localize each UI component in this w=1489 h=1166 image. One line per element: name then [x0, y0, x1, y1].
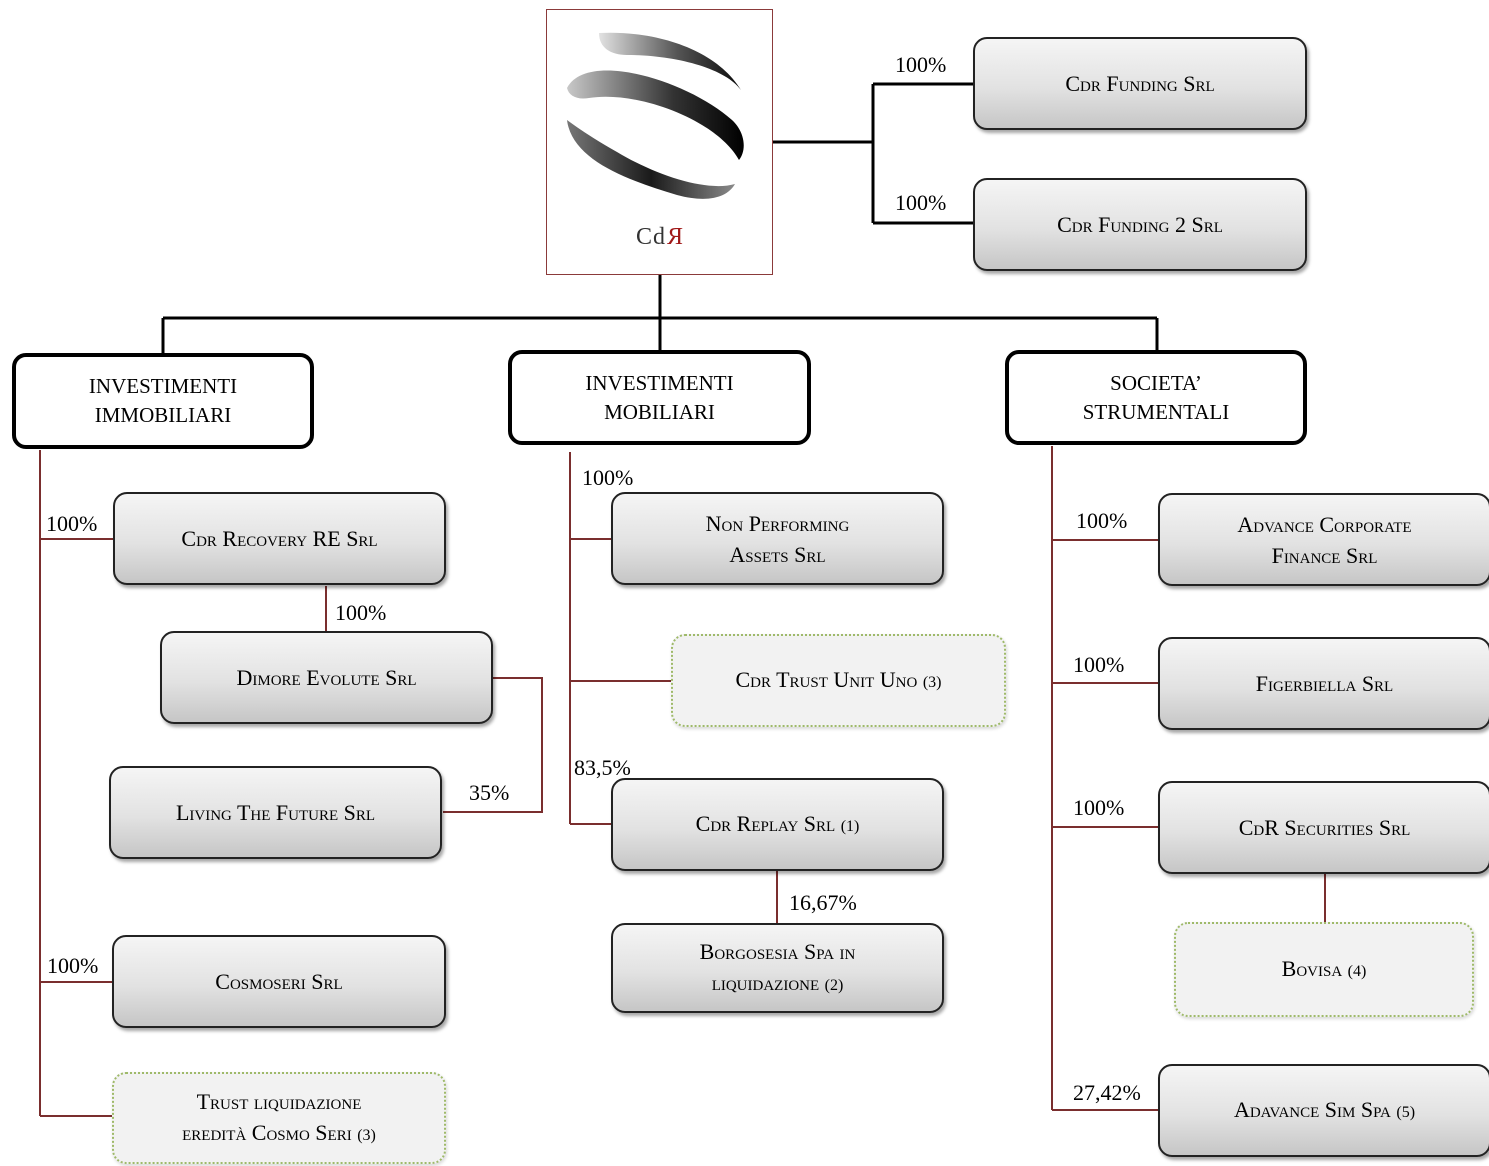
pct-cdr-funding: 100% — [895, 52, 947, 77]
company-cdr-recovery-re: Cdr Recovery RE Srl — [113, 492, 446, 585]
cdr-logo-box: CdR — [546, 9, 773, 275]
company-cdr-funding: Cdr Funding Srl — [973, 37, 1307, 130]
pct-living-the-future: 35% — [469, 780, 510, 805]
company-cdr-funding-2: Cdr Funding 2 Srl — [973, 178, 1307, 271]
pct-non-performing-assets: 100% — [582, 465, 634, 490]
trust-cdr-trust-unit-uno: Cdr Trust Unit Uno (3) — [671, 634, 1006, 727]
company-cdr-securities: CdR Securities Srl — [1158, 781, 1489, 874]
pct-advance-corporate-finance: 100% — [1076, 508, 1128, 533]
pct-cdr-funding-2: 100% — [895, 190, 947, 215]
company-cosmoseri: Cosmoseri Srl — [112, 935, 446, 1028]
pct-borgosesia: 16,67% — [789, 890, 857, 915]
pct-cdr-securities: 100% — [1073, 795, 1125, 820]
company-living-the-future: Living The Future Srl — [109, 766, 442, 859]
company-figerbiella: Figerbiella Srl — [1158, 637, 1489, 730]
pct-cdr-recovery: 100% — [46, 511, 98, 536]
company-adavance-sim: Adavance Sim Spa (5) — [1158, 1064, 1489, 1157]
company-dimore-evolute: Dimore Evolute Srl — [160, 631, 493, 724]
pct-cosmoseri: 100% — [47, 953, 99, 978]
cdr-swirl-logo-icon — [567, 32, 744, 199]
category-societa-strumentali: SOCIETA’STRUMENTALI — [1005, 350, 1307, 445]
pct-cdr-replay: 83,5% — [574, 755, 631, 780]
pct-dimore-evolute: 100% — [335, 600, 387, 625]
trust-bovisa: Bovisa (4) — [1174, 922, 1474, 1017]
cdr-logo-text: CdR — [635, 224, 684, 250]
pct-figerbiella: 100% — [1073, 652, 1125, 677]
company-cdr-replay: Cdr Replay Srl (1) — [611, 778, 944, 871]
pct-adavance-sim: 27,42% — [1073, 1080, 1141, 1105]
